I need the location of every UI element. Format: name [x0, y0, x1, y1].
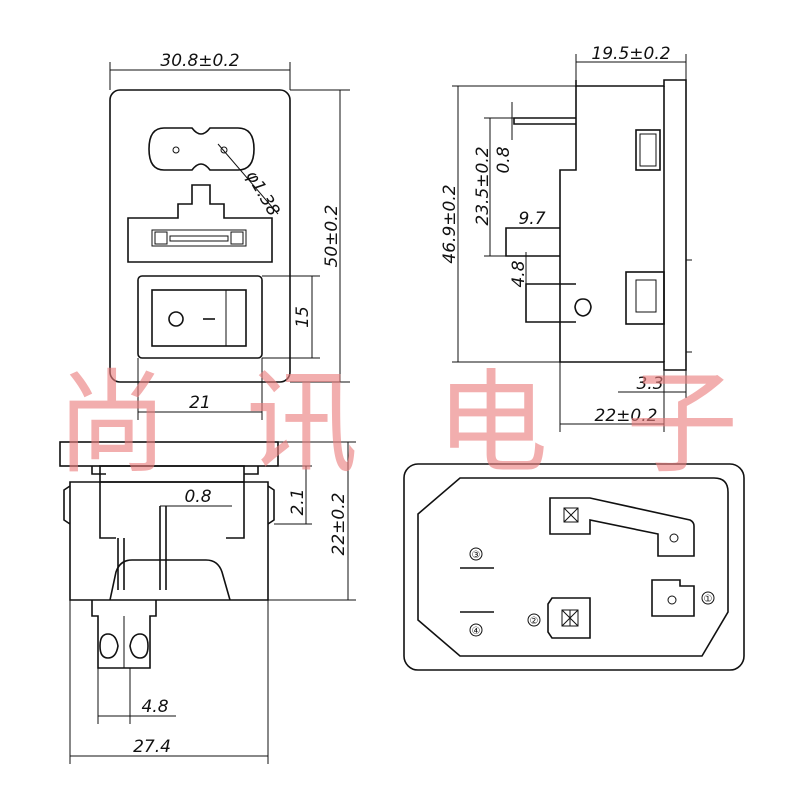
right-snap-clip	[267, 485, 275, 525]
snap-clip-upper-inner	[639, 133, 657, 167]
bottom-cavity	[99, 482, 245, 539]
watermark-char-2: 讯	[246, 359, 358, 489]
fuse-clip-right	[230, 231, 244, 245]
snap-clip-lower	[625, 271, 665, 325]
rear-view: ① ② ③ ④	[403, 463, 745, 671]
pin-diameter-label: φ1.38	[241, 167, 283, 220]
terminal-cross	[563, 507, 579, 523]
label-3-circle	[469, 547, 483, 561]
side-depth-label: 19.5±0.2	[591, 44, 670, 64]
front-width-label: 30.8±0.2	[160, 51, 239, 71]
snap-clip-upper	[635, 129, 661, 171]
inlet-pin-left	[172, 146, 180, 154]
lower-terminal	[525, 283, 576, 323]
label-4-circle	[469, 623, 483, 637]
rocker-switch-bezel	[137, 275, 263, 359]
flange-label: 2.1	[288, 488, 308, 515]
switch-width-label: 21	[189, 393, 211, 413]
tab-slot-left	[99, 633, 119, 659]
bottom-pin-left	[117, 538, 125, 590]
label-2-circle	[527, 613, 541, 627]
front-housing	[109, 89, 291, 383]
label-1-circle	[701, 591, 715, 605]
bottom-width-label: 27.4	[133, 737, 171, 757]
rear-body-outline	[417, 477, 729, 657]
left-snap-clip	[63, 485, 71, 525]
watermark-char-3: 电	[436, 359, 548, 489]
terminal-1	[651, 579, 695, 617]
bottom-height-label: 22±0.2	[329, 493, 349, 556]
terminal-2-cross	[561, 609, 579, 627]
terminal-label-1: ①	[704, 594, 713, 605]
inlet-pin-right	[220, 146, 228, 154]
lower-tab-hole	[574, 298, 592, 317]
terminal-label-4: ④	[472, 626, 481, 637]
middle-terminal	[505, 227, 560, 257]
bottom-arch	[109, 559, 231, 601]
leader-line	[217, 143, 279, 215]
tab-width-label: 4.8	[509, 260, 529, 287]
lip-label: 3.3	[636, 374, 663, 394]
front-height-label: 50±0.2	[322, 205, 342, 268]
body-depth-label: 22±0.2	[595, 406, 658, 426]
watermark-char-1: 尚	[56, 359, 168, 489]
side-flange	[575, 79, 687, 371]
side-height-label: 46.9±0.2	[440, 184, 460, 263]
terminal-label-2: ②	[530, 616, 539, 627]
rear-terminal-bent	[549, 497, 695, 557]
off-symbol	[168, 311, 184, 327]
terminal-label-3: ③	[472, 550, 481, 561]
side-view: 19.5±0.2 46.9±0.2 23.5±0.2 0.8 9.7 4.8 3…	[440, 44, 692, 432]
terminal-1-hole	[667, 595, 677, 605]
side-body	[559, 86, 577, 363]
pin-thickness-label: 0.8	[494, 146, 514, 173]
upper-terminal	[513, 117, 576, 125]
terminal-2	[547, 597, 591, 639]
tab-length-label: 9.7	[518, 209, 545, 229]
bottom-tab-width-label: 4.8	[141, 697, 168, 717]
tab-slot-right	[129, 633, 149, 659]
terminal-hole	[669, 533, 679, 543]
bottom-neck	[91, 466, 259, 475]
bottom-pin-thickness-label: 0.8	[184, 487, 211, 507]
bottom-view: 0.8 2.1 22±0.2 4.8 27.4	[59, 441, 356, 764]
fuse-clip-left	[154, 231, 168, 245]
rear-housing	[403, 463, 745, 671]
snap-clip-lower-inner	[635, 279, 657, 313]
rocker-switch	[151, 289, 247, 347]
watermark: 尚 讯 电 子	[56, 359, 738, 489]
bottom-pin-mid	[159, 506, 167, 590]
watermark-char-4: 子	[626, 359, 738, 489]
upper-height-label: 23.5±0.2	[473, 146, 493, 225]
switch-height-label: 15	[293, 306, 313, 328]
iec-c8-inlet	[148, 127, 255, 171]
fuse-holder	[127, 184, 273, 263]
terminal-square	[563, 507, 579, 523]
fuse-slot	[151, 229, 247, 247]
fuse-tube	[169, 235, 229, 242]
